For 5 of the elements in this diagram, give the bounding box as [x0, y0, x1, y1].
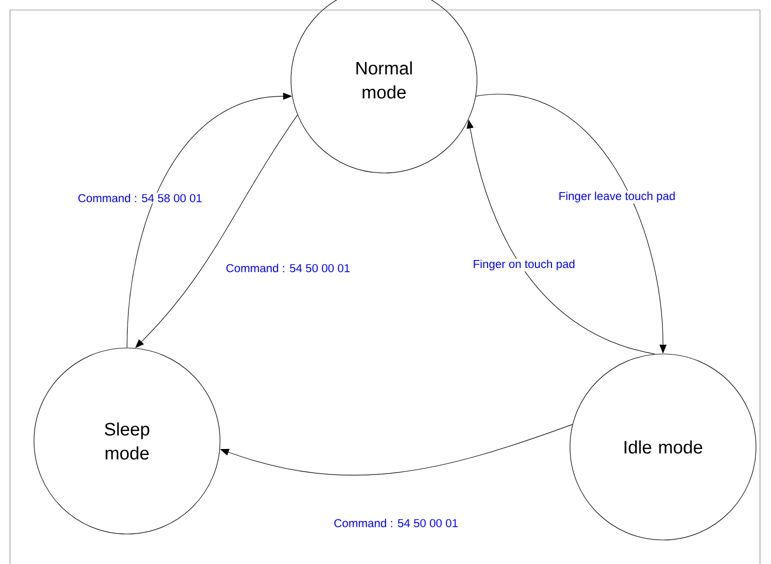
edge-label: Command : 54 50 00 01	[332, 518, 460, 528]
edge-label: Command : 54 58 00 01	[76, 192, 204, 204]
edge-label: Finger leave touch pad	[558, 190, 676, 204]
edge-label: Command : 54 50 00 01	[224, 262, 352, 274]
edge-label: Finger on touch pad	[472, 258, 576, 272]
